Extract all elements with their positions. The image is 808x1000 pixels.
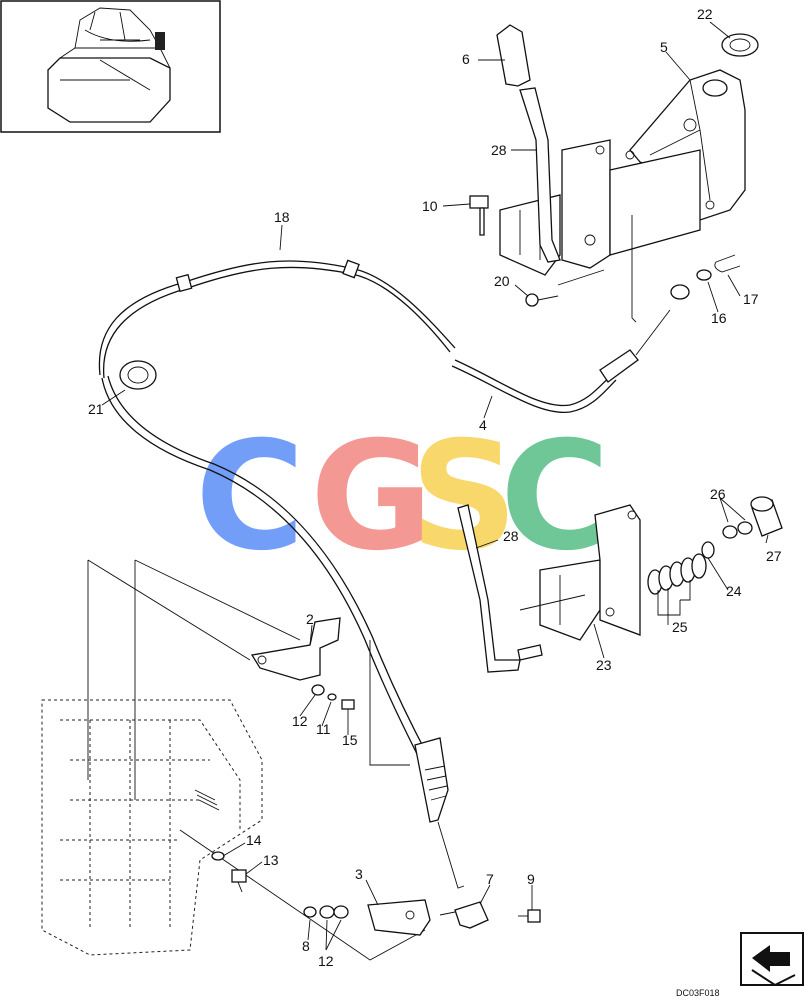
callouts: 22 5 6 28 10 18 20 17 16 21 4 28 26 27 2…	[88, 6, 782, 969]
callout-7: 7	[486, 871, 494, 887]
bolt-13	[231, 869, 247, 893]
callout-20: 20	[494, 273, 510, 289]
callout-22: 22	[697, 6, 713, 22]
washer-14	[211, 851, 225, 861]
cable-4	[451, 284, 690, 413]
callout-11: 11	[316, 721, 331, 737]
main-cable	[101, 375, 465, 889]
diagram-code: DC03F018	[676, 988, 720, 998]
spring-washers-25	[647, 553, 707, 616]
callout-25: 25	[672, 619, 688, 635]
bracket-3	[367, 899, 431, 936]
bush-27	[750, 496, 783, 537]
washers-12-lower	[303, 905, 349, 919]
next-page-arrow-icon[interactable]	[740, 932, 804, 987]
watermark-letter-1: C	[195, 410, 305, 584]
callout-6: 6	[462, 51, 470, 67]
callout-17: 17	[743, 291, 759, 307]
bracket-2	[250, 617, 341, 681]
watermark-letter-2: G	[310, 410, 433, 584]
callout-12-lower: 12	[318, 953, 334, 969]
screw-20	[525, 293, 559, 307]
callout-14: 14	[246, 832, 262, 848]
bolt-10	[469, 195, 489, 236]
callout-27: 27	[766, 548, 782, 564]
callout-4: 4	[479, 417, 487, 433]
callout-24: 24	[726, 583, 742, 599]
clamp-21	[119, 360, 157, 390]
nut-26	[722, 521, 753, 539]
callout-23: 23	[596, 657, 612, 673]
washer-11	[327, 693, 337, 701]
callout-15: 15	[342, 732, 358, 748]
rod-end-7	[439, 901, 489, 929]
callout-5: 5	[660, 39, 668, 55]
callout-13: 13	[263, 852, 279, 868]
bolt-9	[518, 909, 541, 923]
watermark-letter-3: S	[410, 410, 518, 584]
callout-12-upper: 12	[292, 713, 308, 729]
cap-22	[721, 33, 759, 57]
lower-lever-assembly	[457, 504, 641, 673]
engine-outline	[41, 699, 263, 956]
bolt-15	[341, 699, 355, 718]
washer-16	[696, 269, 712, 281]
callout-16: 16	[711, 310, 727, 326]
callout-leaders	[101, 21, 769, 951]
cable-18	[98, 259, 456, 379]
pin-17	[714, 254, 741, 273]
callout-10: 10	[422, 198, 438, 214]
callout-8: 8	[302, 938, 310, 954]
watermark-letter-4: C	[500, 410, 610, 584]
callout-3: 3	[355, 866, 363, 882]
upper-lever-assembly	[496, 24, 701, 276]
callout-9: 9	[527, 871, 535, 887]
watermark: C G S C	[195, 410, 610, 584]
callout-28-upper: 28	[491, 142, 507, 158]
callout-26: 26	[710, 486, 726, 502]
callout-21: 21	[88, 401, 104, 417]
washer-24	[701, 541, 715, 559]
callout-2: 2	[306, 611, 314, 627]
callout-28-lower: 28	[503, 528, 519, 544]
washer-12-upper	[311, 684, 325, 696]
machine-thumbnail-icon	[0, 0, 221, 133]
callout-18: 18	[274, 209, 290, 225]
